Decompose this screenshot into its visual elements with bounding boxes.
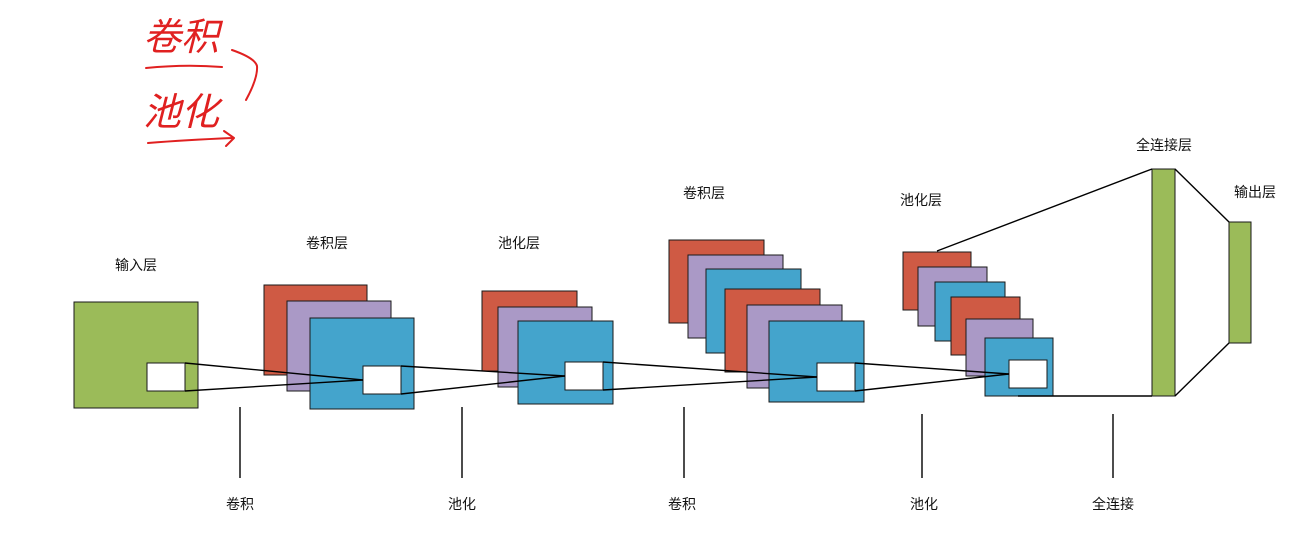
input-layer: 输入层 (73, 258, 199, 409)
fc-layer-bar (1151, 168, 1176, 397)
conn-pool1-conv2-bottom (602, 376, 818, 391)
fc-layer: 全连接层 (1136, 137, 1192, 397)
pool1-window (564, 361, 604, 391)
handwritten-pool-text: 池化 (143, 90, 223, 134)
input-layer-label: 输入层 (115, 258, 157, 274)
conv2-label: 卷积层 (683, 186, 725, 202)
conn-pool1-conv2-top (602, 361, 818, 378)
pool-layer-2: 池化层 (900, 193, 1054, 397)
conv1-label: 卷积层 (306, 236, 348, 252)
conn-fc-output-top (1174, 168, 1230, 223)
conv2-window (816, 362, 856, 392)
op2-label: 池化 (448, 497, 476, 513)
conv1-map-blue (309, 317, 415, 410)
op4-label: 池化 (910, 497, 938, 513)
pool-layer-1: 池化层 (481, 236, 614, 405)
output-layer-bar (1228, 221, 1252, 344)
operation-markers: 卷积 池化 卷积 池化 全连接 (226, 407, 1134, 513)
op3-label: 卷积 (668, 497, 696, 513)
input-layer-box (73, 301, 199, 409)
fc-label: 全连接层 (1136, 137, 1192, 154)
connection-lines (184, 168, 1230, 397)
conn-conv1-pool1-bottom (400, 375, 566, 395)
handwritten-conv-text: 卷积 (143, 15, 224, 59)
conn-conv2-pool2-bottom (854, 373, 1010, 392)
pool2-label: 池化层 (900, 193, 942, 209)
input-window (146, 362, 186, 392)
conn-input-conv1-bottom (184, 379, 364, 392)
output-layer: 输出层 (1228, 185, 1276, 344)
conv-layer-1: 卷积层 (263, 236, 415, 410)
handwritten-annotation: 卷积 池化 (143, 15, 259, 147)
pool2-window (1008, 359, 1048, 389)
op5-label: 全连接 (1092, 496, 1134, 513)
handwritten-arrow (147, 130, 235, 147)
output-label: 输出层 (1234, 185, 1276, 201)
conn-conv1-pool1-top (400, 365, 566, 377)
conn-conv2-pool2-top (854, 362, 1010, 375)
conv1-window (362, 365, 402, 395)
conn-pool2-fc-top (936, 168, 1153, 252)
handwritten-underline-1 (145, 64, 223, 69)
conn-fc-output-bottom (1174, 342, 1230, 397)
pool1-label: 池化层 (498, 236, 540, 252)
handwritten-bracket (231, 49, 259, 101)
conn-input-conv1-top (184, 362, 364, 381)
conv-layer-2: 卷积层 (668, 186, 865, 403)
op1-label: 卷积 (226, 497, 254, 513)
